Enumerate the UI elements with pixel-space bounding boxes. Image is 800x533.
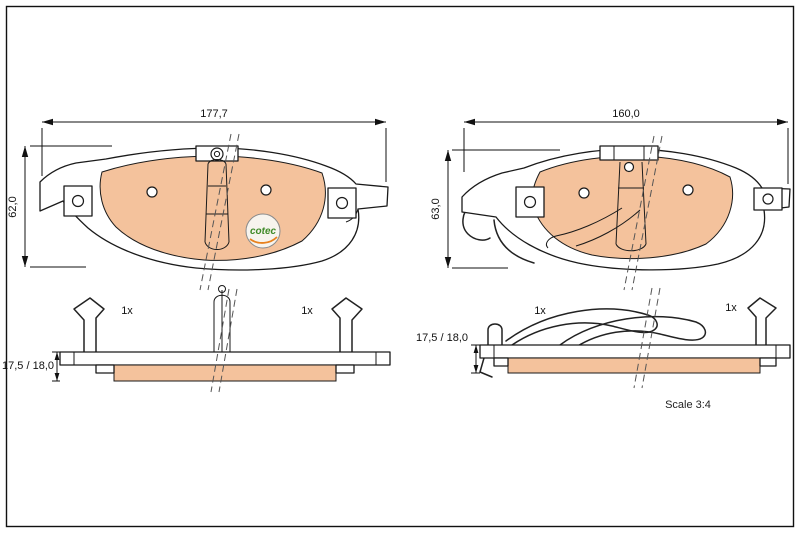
quantity-label: 1x	[301, 305, 313, 317]
page-border	[5, 5, 795, 528]
friction-side-left	[113, 364, 337, 382]
section-line-side-right	[633, 287, 661, 389]
dimension-label-thickness-right: 17,5 / 18,0	[416, 332, 468, 344]
dimension-thickness-right: 17,5 / 18,0	[416, 332, 480, 374]
section-line-side-left	[210, 288, 238, 393]
centre-clip-left	[204, 159, 230, 250]
dimension-label-height-right: 63,0	[430, 198, 442, 219]
dimension-thickness-left: 17,5 / 18,0	[2, 351, 60, 382]
dimension-height-left: 62,0	[7, 145, 112, 268]
rivet-hole	[146, 186, 158, 198]
cotec-logo: cotec	[245, 213, 281, 249]
quantity-label: 1x	[534, 305, 546, 317]
cotec-logo-swoosh	[249, 236, 278, 244]
section-line-right	[623, 135, 663, 291]
backplate-side-right	[479, 344, 791, 359]
wire-spring-clips	[505, 308, 707, 348]
front-view-left: 177,7 62,0 cotec	[7, 108, 389, 291]
dimension-height-right: 63,0	[430, 149, 560, 269]
side-view-right: 1x 1x 17,5 / 18,0 Scale 3:4	[416, 287, 791, 411]
dimension-label-width-right: 160,0	[612, 108, 640, 120]
quantity-label: 1x	[121, 305, 133, 317]
dimension-label-width-left: 177,7	[200, 108, 228, 120]
dimension-width-left: 177,7	[41, 108, 387, 182]
rivet-hole	[682, 184, 694, 196]
rivet-hole	[578, 187, 590, 199]
front-view-right: 160,0 63,0	[430, 108, 791, 291]
quantity-label: 1x	[725, 302, 737, 314]
friction-side-right	[507, 357, 761, 374]
section-line-left	[199, 133, 240, 291]
scale-note: Scale 3:4	[665, 399, 711, 411]
rivet-hole	[260, 184, 272, 196]
retaining-clip	[331, 297, 363, 353]
centre-clip-right	[545, 161, 647, 252]
dimension-label-thickness-left: 17,5 / 18,0	[2, 360, 54, 372]
sensor-hole-left	[210, 147, 224, 161]
sensor-hole-right	[623, 161, 635, 173]
cotec-logo-text: cotec	[250, 226, 277, 237]
centre-post	[213, 285, 231, 352]
side-view-left: 1x 1x 17,5 / 18,0	[2, 285, 391, 393]
retaining-clip	[73, 297, 105, 353]
retaining-clip	[747, 297, 777, 346]
cotec-logo-circle	[245, 213, 281, 249]
dimension-label-height-left: 62,0	[7, 196, 19, 217]
friction-pad-right	[531, 155, 734, 260]
end-clip	[479, 323, 503, 378]
